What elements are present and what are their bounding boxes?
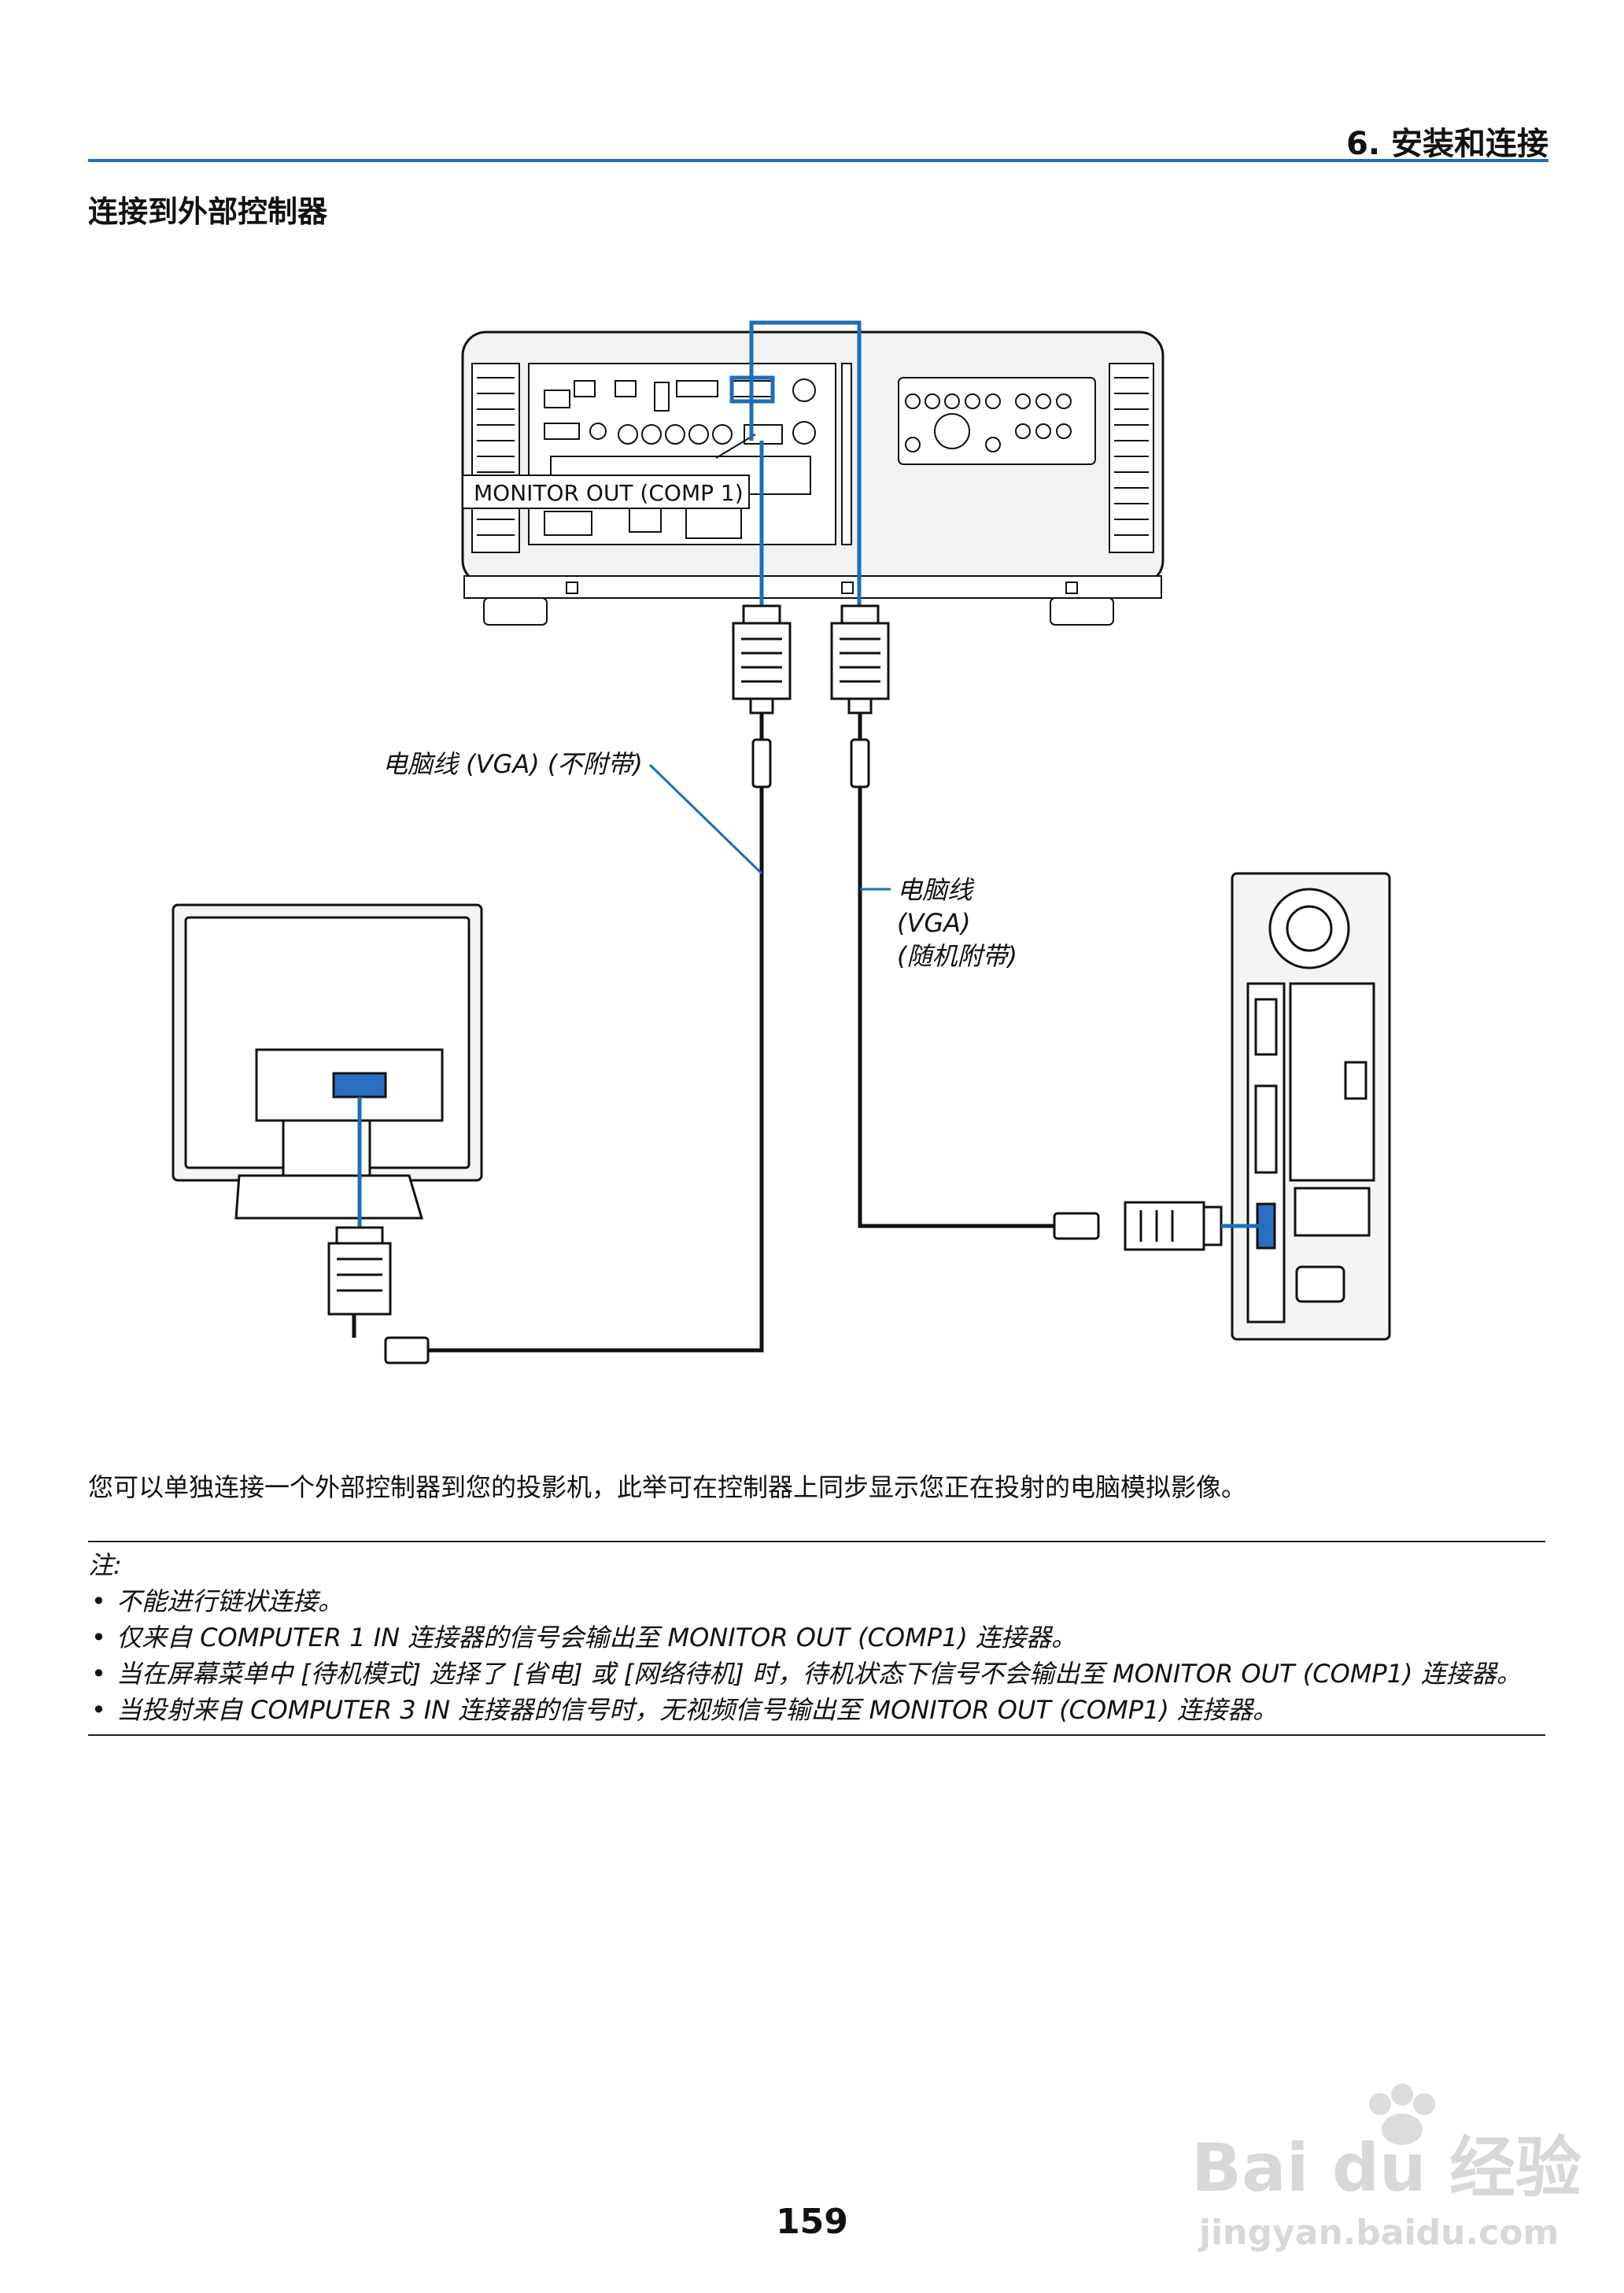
body-paragraph: 您可以单独连接一个外部控制器到您的投影机，此举可在控制器上同步显示您正在投射的电… [88,1472,1247,1502]
vga-plug-computer [1053,1201,1223,1251]
notes-box: 注: 不能进行链状连接。 仅来自 COMPUTER 1 IN 连接器的信号会输出… [88,1541,1545,1736]
computer-tower-illustration [1231,872,1391,1341]
monitor-illustration [172,903,483,1220]
vga-plug-monitor [327,1226,430,1364]
header-rule [88,159,1548,162]
connection-diagram: MONITOR OUT (COMP 1) [172,320,1391,1364]
notes-list: 不能进行链状连接。 仅来自 COMPUTER 1 IN 连接器的信号会输出至 M… [88,1583,1545,1728]
cable-supplied-label-1: 电脑线 [897,875,975,905]
watermark-brand: Bai du 经验 [1191,2129,1582,2206]
notes-title: 注: [88,1550,122,1580]
cable-lines [352,713,1054,1353]
baidu-watermark: Bai du 经验 jingyan.baidu.com [1191,2084,1582,2253]
note-item: 仅来自 COMPUTER 1 IN 连接器的信号会输出至 MONITOR OUT… [88,1619,1545,1656]
projector-illustration: MONITOR OUT (COMP 1) [461,330,1164,626]
note-item: 当投射来自 COMPUTER 3 IN 连接器的信号时，无视频信号输出至 MON… [88,1692,1545,1728]
vga-plug-right [830,604,890,788]
vga-plug-left [732,604,792,788]
note-item: 不能进行链状连接。 [88,1583,1545,1619]
monitor-out-label: MONITOR OUT (COMP 1) [474,480,744,506]
section-title: 连接到外部控制器 [88,194,328,229]
watermark-url: jingyan.baidu.com [1198,2213,1559,2253]
cable-supplied-label-3: (随机附带) [897,941,1017,971]
note-item: 当在屏幕菜单中 [待机模式] 选择了 [省电] 或 [网络待机] 时，待机状态下… [88,1656,1545,1692]
paw-icon [1369,2084,1435,2145]
blue-connection-highlight [729,320,862,606]
callout-line-left [648,763,763,875]
cable-not-supplied-label: 电脑线 (VGA) (不附带) [382,749,643,779]
chapter-heading: 6. 安装和连接 [1346,126,1548,162]
page-number: 159 [776,2202,848,2242]
cable-supplied-label-2: (VGA) [897,908,971,938]
